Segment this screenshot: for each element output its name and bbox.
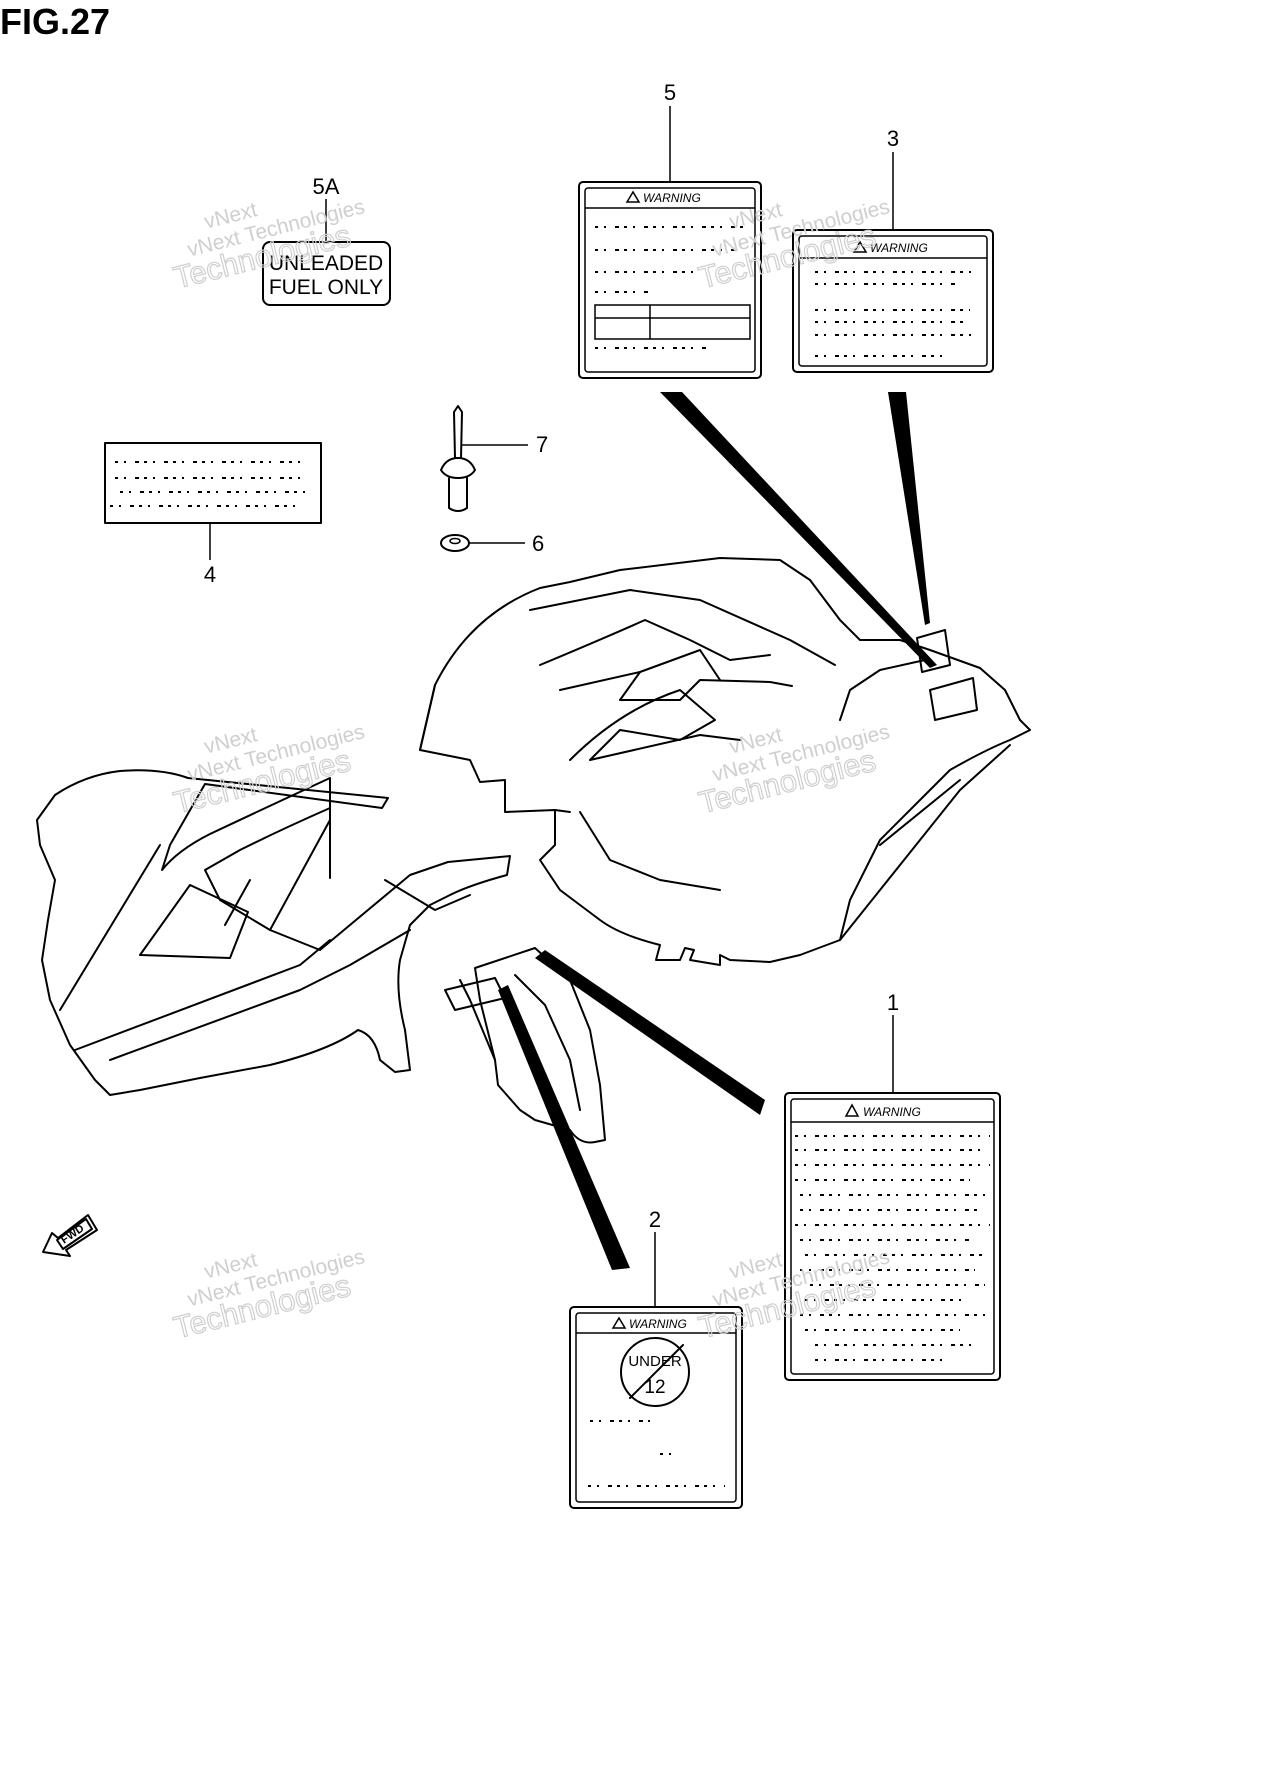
warning-title-2: WARNING: [629, 1317, 687, 1331]
rear-fender: [419, 557, 1031, 966]
label-4: [104, 442, 322, 524]
wedge-leaders: [498, 392, 937, 1270]
warning-triangle-icon: [625, 190, 641, 203]
under-age-text: UNDER: [628, 1353, 682, 1370]
decal-spot-5: [929, 677, 978, 721]
watermark-6: vNext vNext Technologies Technologies: [694, 1245, 892, 1346]
warning-title-3: WARNING: [870, 241, 928, 255]
watermark-5: vNext vNext Technologies Technologies: [169, 1245, 367, 1346]
fuel-label-line2: FUEL ONLY: [269, 276, 383, 299]
figure-title: FIG.27: [0, 1, 110, 42]
callout-5a: 5A: [313, 174, 340, 199]
fuel-label-line1: UNLEADED: [269, 252, 383, 275]
callout-3: 3: [887, 126, 899, 151]
watermark-4: vNext vNext Technologies Technologies: [694, 720, 892, 821]
label-1-warning: WARNING: [784, 1092, 1001, 1381]
label-2-warning: WARNING UNDER 12: [569, 1306, 743, 1509]
warning-triangle-icon: [611, 1316, 627, 1329]
callout-4: 4: [204, 562, 216, 587]
forward-direction-arrow: FWD: [42, 1214, 98, 1257]
label-3-warning: WARNING: [792, 229, 994, 373]
warning-title-5: WARNING: [643, 191, 701, 205]
callout-1: 1: [887, 990, 899, 1015]
callout-5: 5: [664, 80, 676, 105]
front-fender: [36, 769, 511, 1096]
warning-triangle-icon: [852, 240, 868, 253]
label-5a-unleaded-fuel: UNLEADED FUEL ONLY: [262, 241, 391, 306]
warning-triangle-icon: [844, 1103, 860, 1117]
callout-7: 7: [536, 432, 548, 457]
under-age-number: 12: [644, 1377, 665, 1398]
rivet-part-7: [440, 405, 476, 512]
callout-2: 2: [649, 1207, 661, 1232]
decal-spot-3: [916, 629, 951, 673]
under-age-prohibition-icon: UNDER 12: [620, 1337, 690, 1407]
warning-title-1: WARNING: [863, 1105, 921, 1119]
washer-part-6: [440, 534, 470, 552]
callout-6: 6: [532, 531, 544, 556]
